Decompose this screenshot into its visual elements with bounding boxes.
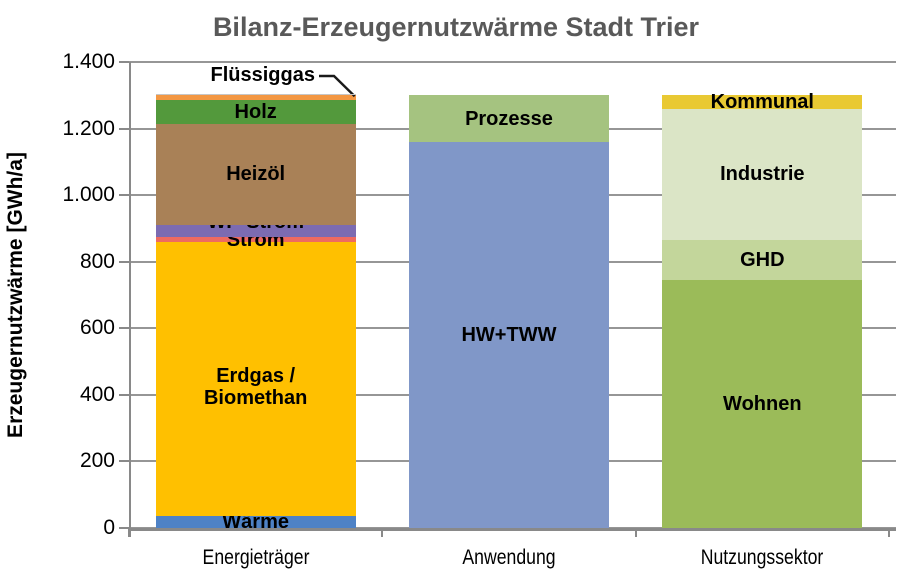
y-tickmark-200: [119, 460, 129, 463]
bar-segment-ghd: [662, 240, 863, 281]
segment-label-prozesse: Prozesse: [465, 107, 553, 130]
y-axis-line: [129, 62, 131, 537]
segment-label-wohnen: Wohnen: [723, 393, 802, 415]
x-axis-label-anwendung: Anwendung: [462, 546, 556, 569]
segment-label-industrie: Industrie: [720, 163, 805, 186]
bar-segment-erdgas-biomethan: [155, 241, 356, 517]
y-tickmark-1.200: [119, 127, 129, 130]
y-tickmark-600: [119, 327, 129, 330]
bar-segment-holz: [155, 100, 356, 124]
y-tickmark-0: [119, 527, 129, 529]
y-tickmark-1.000: [119, 194, 129, 197]
bar-segment-hw-tww: [408, 141, 609, 528]
segment-label-hw-tww: HW+TWW: [461, 323, 557, 346]
segment-label-erdgas-biomethan: Erdgas / Biomethan: [203, 365, 308, 410]
x-axis-line: [129, 528, 896, 531]
x-tickmark: [128, 528, 130, 537]
y-tick-label-0: 0: [103, 516, 115, 539]
y-tick-label-400: 400: [79, 382, 115, 406]
y-tick-label-1.000: 1.000: [62, 183, 115, 207]
bar-segment-prozesse: [408, 95, 609, 142]
segment-label-fl-ssiggas: Flüssiggas: [210, 64, 315, 86]
segment-label-ghd: GHD: [740, 249, 785, 272]
y-tick-label-1.200: 1.200: [62, 116, 115, 140]
y-tickmark-400: [119, 393, 129, 396]
bar-segment-fl-ssiggas: [155, 95, 356, 101]
x-tickmark: [381, 528, 384, 537]
bar-segment-wohnen: [662, 280, 863, 528]
y-tickmark-1.400: [119, 61, 129, 63]
bar-segment-unlabeled: [155, 93, 356, 96]
bar-segment-wp-strom: [155, 225, 356, 237]
bar-segment-industrie: [662, 108, 863, 241]
chart-title: Bilanz-Erzeugernutzwärme Stadt Trier: [212, 12, 700, 42]
y-tick-label-200: 200: [79, 449, 115, 473]
y-tickmark-800: [119, 260, 129, 263]
segment-label-w-rme: Wärme: [222, 511, 289, 534]
x-axis-label-energietr-ger: Energieträger: [202, 546, 310, 569]
x-tickmark: [634, 528, 637, 537]
bar-segment-strom: [155, 236, 356, 242]
y-tick-label-800: 800: [79, 249, 115, 273]
y-tick-label-1.400: 1.400: [62, 50, 115, 73]
bar-segment-w-rme: [155, 516, 356, 528]
bar-segment-kommunal: [662, 95, 863, 109]
bar-segment-heiz-l: [155, 123, 356, 226]
segment-label-holz: Holz: [234, 100, 277, 123]
segment-label-heiz-l: Heizöl: [226, 163, 286, 186]
y-tick-label-600: 600: [79, 316, 115, 340]
x-axis-label-nutzungssektor: Nutzungssektor: [701, 546, 824, 569]
segment-label-kommunal: Kommunal: [710, 90, 814, 113]
gridline-1.400: [129, 61, 896, 63]
x-tickmark: [887, 528, 890, 537]
